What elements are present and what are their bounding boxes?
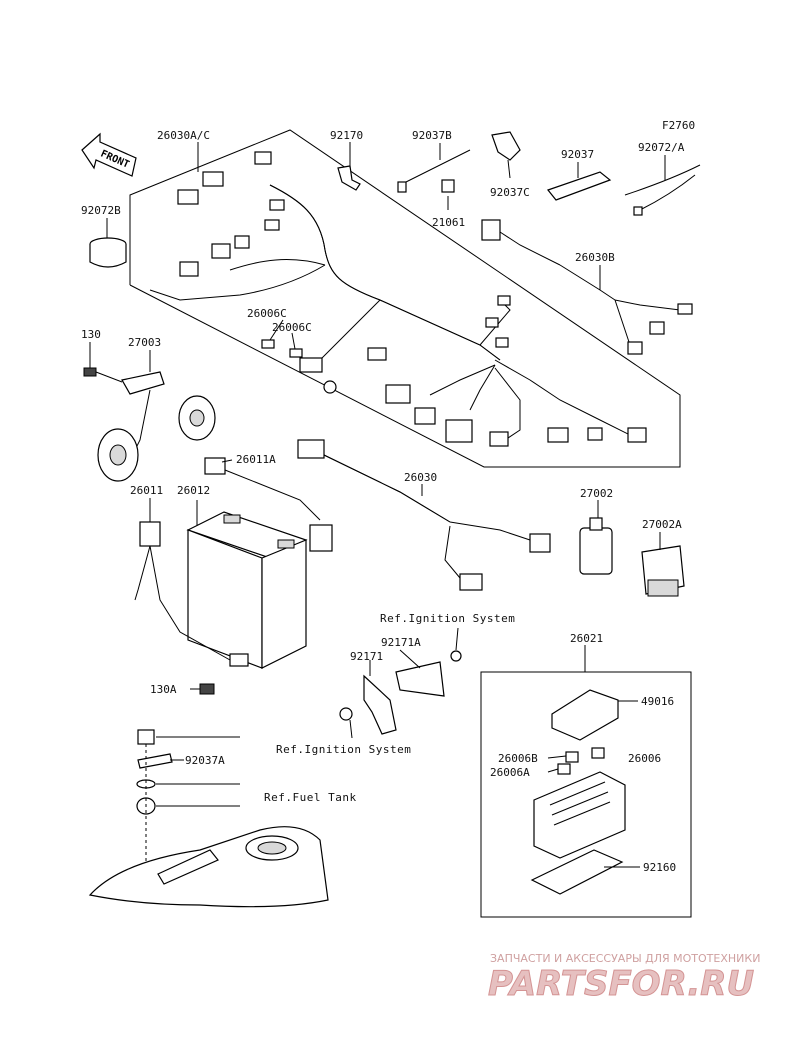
lead-26011A bbox=[204, 457, 333, 552]
label-92037A: 92037A bbox=[185, 754, 225, 767]
bolt-130 bbox=[83, 367, 123, 383]
fuse-box-cover-49016 bbox=[551, 689, 619, 741]
label-26006C-2: 26006C bbox=[272, 321, 312, 334]
bolt-130A bbox=[199, 683, 215, 695]
figure-code: F2760 bbox=[662, 119, 695, 132]
label-92072A: 92072/A bbox=[638, 141, 685, 154]
strap-92072A bbox=[624, 164, 701, 211]
label-27002A: 27002A bbox=[642, 518, 682, 531]
main-harness-26030A bbox=[149, 151, 647, 447]
sleeve-92072B bbox=[89, 237, 127, 268]
lead-26011 bbox=[134, 521, 249, 667]
horn-27003 bbox=[97, 371, 216, 482]
label-27002: 27002 bbox=[580, 487, 613, 500]
label-92171: 92171 bbox=[350, 650, 383, 663]
harness-frame bbox=[129, 129, 681, 468]
label-26030AC: 26030A/C bbox=[157, 129, 210, 142]
label-92072B: 92072B bbox=[81, 204, 121, 217]
diode-21061 bbox=[441, 179, 455, 193]
nut-stack bbox=[136, 729, 173, 815]
band-92037B bbox=[399, 149, 471, 186]
label-92037C: 92037C bbox=[490, 186, 530, 199]
fuse-26006B bbox=[565, 751, 579, 763]
label-26030: 26030 bbox=[404, 471, 437, 484]
bracket-92171A bbox=[395, 650, 462, 697]
fuse-26006A bbox=[557, 763, 571, 775]
label-26021: 26021 bbox=[570, 632, 603, 645]
bracket-92171 bbox=[339, 674, 397, 735]
watermark-brand: PARTSFOR.RU bbox=[488, 964, 754, 1004]
clamp-92170 bbox=[337, 165, 361, 191]
label-26011: 26011 bbox=[130, 484, 163, 497]
label-92170: 92170 bbox=[330, 129, 363, 142]
ref-ignition-system-top: Ref.Ignition System bbox=[380, 612, 515, 625]
sub-harness-26030B bbox=[481, 219, 693, 355]
label-92171A: 92171A bbox=[381, 636, 421, 649]
label-130: 130 bbox=[81, 328, 101, 341]
label-21061: 21061 bbox=[432, 216, 465, 229]
label-27003: 27003 bbox=[128, 336, 161, 349]
harness-26030 bbox=[297, 439, 551, 591]
relay-27002 bbox=[579, 517, 613, 575]
label-26030B: 26030B bbox=[575, 251, 615, 264]
fuse-box-frame-26021 bbox=[480, 671, 692, 918]
label-26006C-1: 26006C bbox=[247, 307, 287, 320]
label-26012: 26012 bbox=[177, 484, 210, 497]
ref-fuel-tank: Ref.Fuel Tank bbox=[264, 791, 357, 804]
fuse-26006 bbox=[591, 747, 605, 759]
label-92160: 92160 bbox=[643, 861, 676, 874]
fuse-26006C-a bbox=[261, 339, 275, 349]
label-130A: 130A bbox=[150, 683, 177, 696]
label-92037B: 92037B bbox=[412, 129, 452, 142]
fuse-box-body bbox=[533, 771, 626, 859]
leader-lines bbox=[89, 142, 666, 868]
label-26006B: 26006B bbox=[498, 752, 538, 765]
label-49016: 49016 bbox=[641, 695, 674, 708]
label-26006: 26006 bbox=[628, 752, 661, 765]
label-26011A: 26011A bbox=[236, 453, 276, 466]
battery-26012 bbox=[186, 511, 308, 669]
fuel-tank bbox=[88, 826, 329, 908]
fuse-26006C-b bbox=[289, 348, 303, 358]
label-26006A: 26006A bbox=[490, 766, 530, 779]
fuse-box-bottom-92160 bbox=[530, 849, 624, 895]
relay-27002A bbox=[641, 545, 685, 597]
label-92037: 92037 bbox=[561, 148, 594, 161]
band-92037 bbox=[547, 171, 612, 201]
watermark-tagline: ЗАПЧАСТИ И АКСЕССУАРЫ ДЛЯ МОТОТЕХНИКИ bbox=[490, 952, 760, 965]
ref-ignition-system-bottom: Ref.Ignition System bbox=[276, 743, 411, 756]
clamp-92037C bbox=[491, 131, 521, 161]
front-arrow-icon: FRONT bbox=[81, 132, 137, 177]
